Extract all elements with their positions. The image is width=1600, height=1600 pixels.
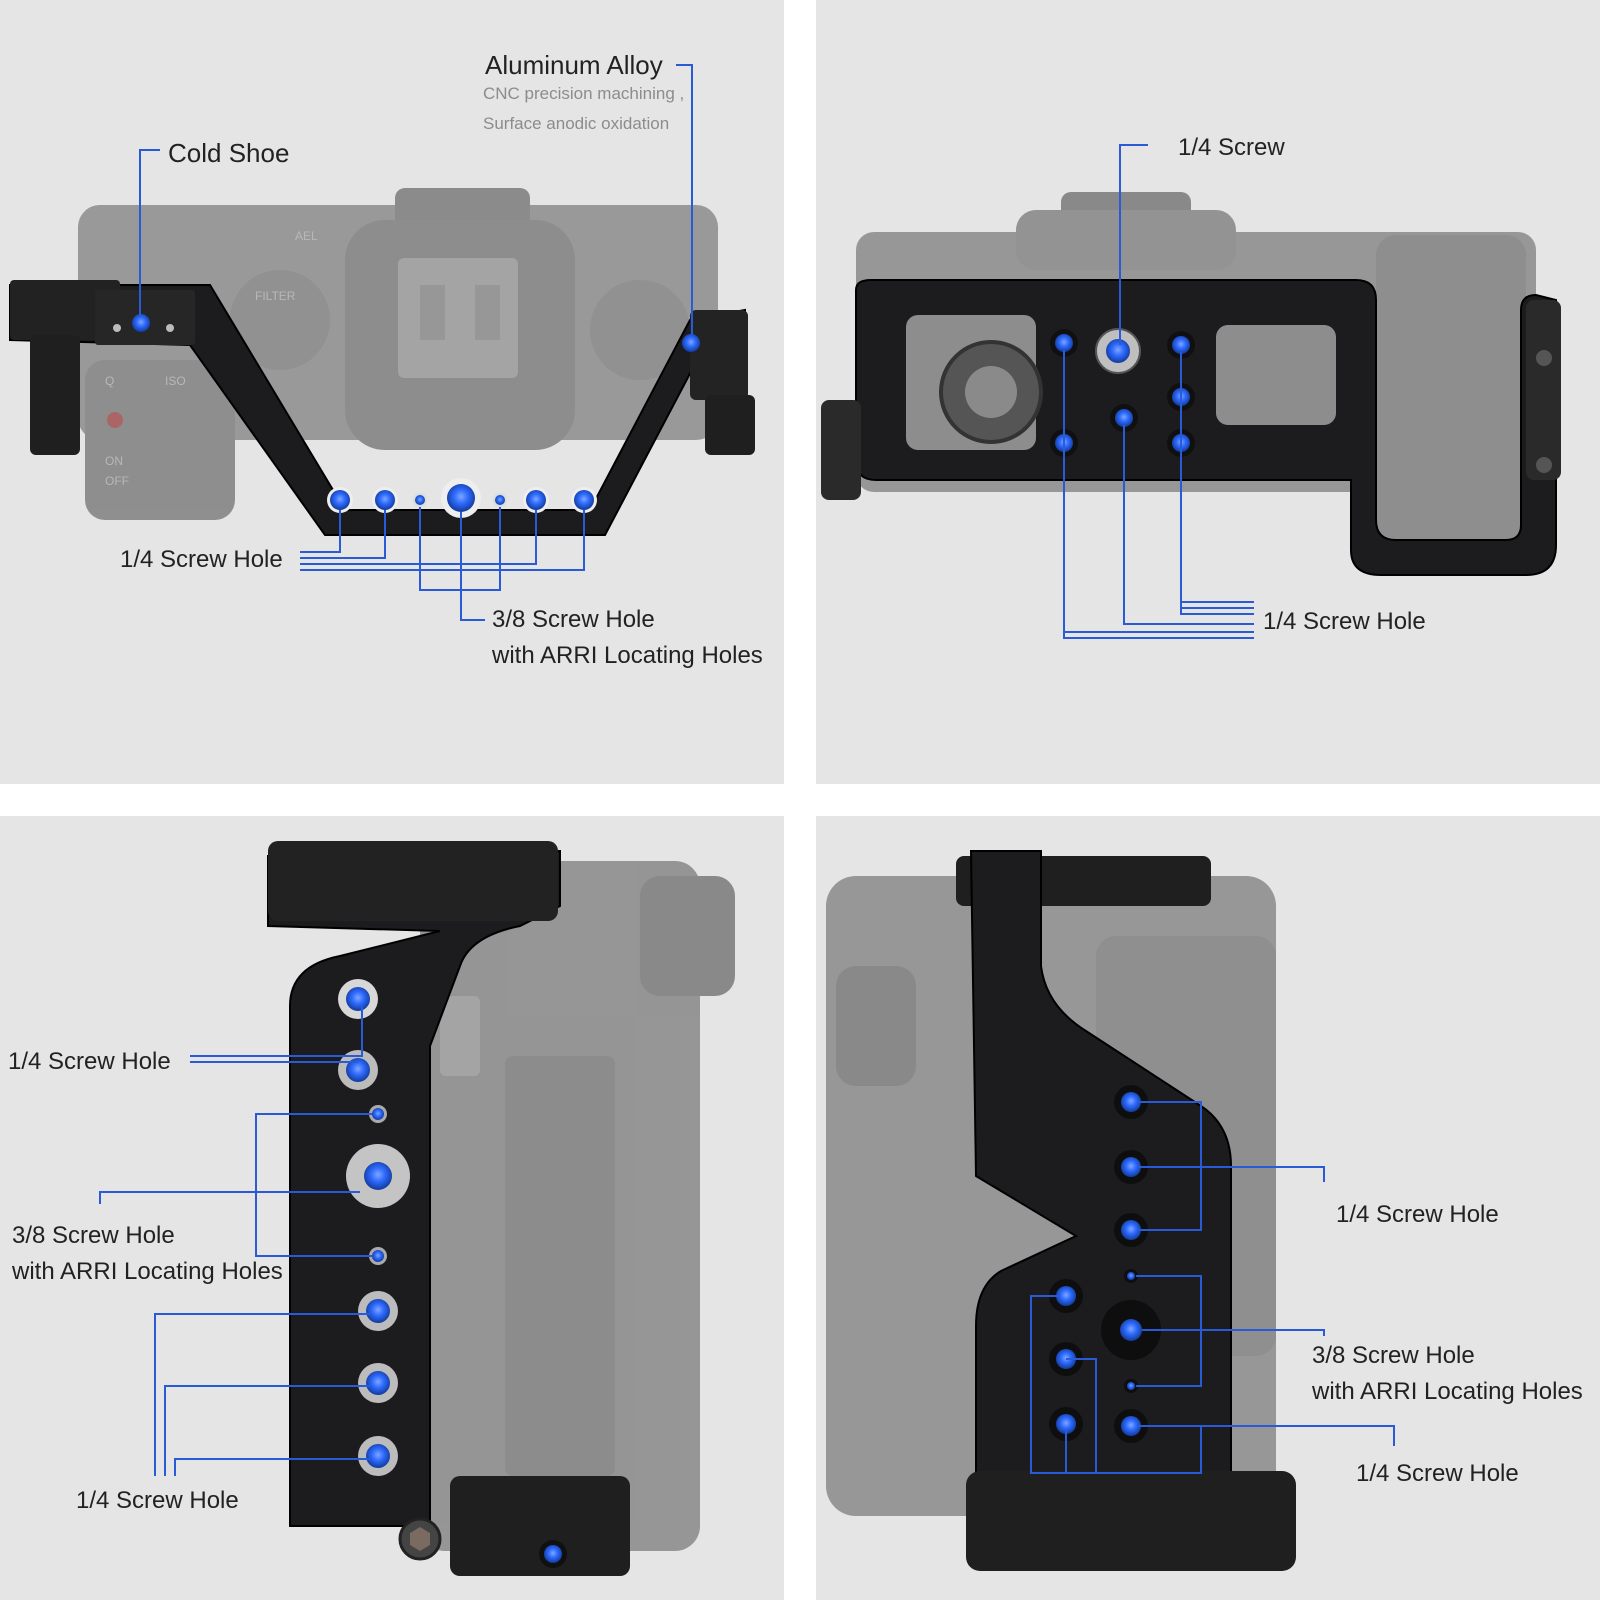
- callout-lines: [139, 64, 693, 621]
- cage-side-frame: [267, 841, 630, 1576]
- svg-text:OFF: OFF: [105, 474, 129, 488]
- label-aluminum-alloy: Aluminum Alloy: [485, 50, 663, 80]
- panel-top-view: Q ISO ON OFF FILTER AEL: [0, 0, 784, 784]
- label-cold-shoe: Cold Shoe: [168, 138, 290, 168]
- svg-text:FILTER: FILTER: [255, 289, 296, 303]
- label-quarter-screw-hole-bottom: 1/4 Screw Hole: [1356, 1460, 1519, 1487]
- svg-text:ON: ON: [105, 454, 123, 468]
- label-quarter-screw-hole: 1/4 Screw Hole: [1263, 608, 1426, 635]
- label-quarter-screw-hole: 1/4 Screw Hole: [120, 546, 283, 573]
- svg-text:Q: Q: [105, 374, 114, 388]
- top-view-illustration: Q ISO ON OFF FILTER AEL: [9, 64, 755, 621]
- cage-bottom-plate: [821, 279, 1561, 576]
- callout-lines: [1063, 144, 1254, 639]
- label-quarter-screw: 1/4 Screw: [1178, 134, 1285, 161]
- label-quarter-screw-hole-top: 1/4 Screw Hole: [1336, 1201, 1499, 1228]
- label-aluminum-desc-1: CNC precision machining ,: [483, 84, 685, 103]
- camera-body: [420, 861, 735, 1551]
- side-holes-column: [338, 979, 567, 1568]
- callout-lines: [1030, 1101, 1395, 1474]
- label-38-screw-hole: 3/8 Screw Hole with ARRI Locating Holes: [12, 1222, 283, 1285]
- aluminum-marker-hole: [682, 334, 700, 352]
- quarter-screw-knob: [1095, 328, 1141, 374]
- svg-text:ISO: ISO: [165, 374, 186, 388]
- svg-text:AEL: AEL: [295, 229, 318, 243]
- label-aluminum-desc-2: Surface anodic oxidation: [483, 114, 670, 133]
- bottom-view-illustration: [821, 144, 1561, 639]
- right-side-illustration: [826, 850, 1395, 1571]
- left-side-illustration: [99, 841, 735, 1576]
- callout-lines: [99, 1006, 372, 1476]
- cold-shoe-hole: [132, 314, 150, 332]
- label-quarter-screw-hole-bottom: 1/4 Screw Hole: [76, 1487, 239, 1514]
- label-38-screw-hole: 3/8 Screw Hole with ARRI Locating Holes: [492, 606, 763, 669]
- label-38-screw-hole: 3/8 Screw Hole with ARRI Locating Holes: [1312, 1342, 1583, 1405]
- panel-right-side-view: 1/4 Screw Hole 3/8 Screw Hole with ARRI …: [816, 816, 1600, 1600]
- quarter-inch-holes-row: [327, 478, 597, 518]
- cage-side-frame: [956, 850, 1296, 1571]
- panel-bottom-view: 1/4 Screw 1/4 Screw Hole: [816, 0, 1600, 784]
- label-quarter-screw-hole-top: 1/4 Screw Hole: [8, 1048, 171, 1075]
- panel-left-side-view: 1/4 Screw Hole 3/8 Screw Hole with ARRI …: [0, 816, 784, 1600]
